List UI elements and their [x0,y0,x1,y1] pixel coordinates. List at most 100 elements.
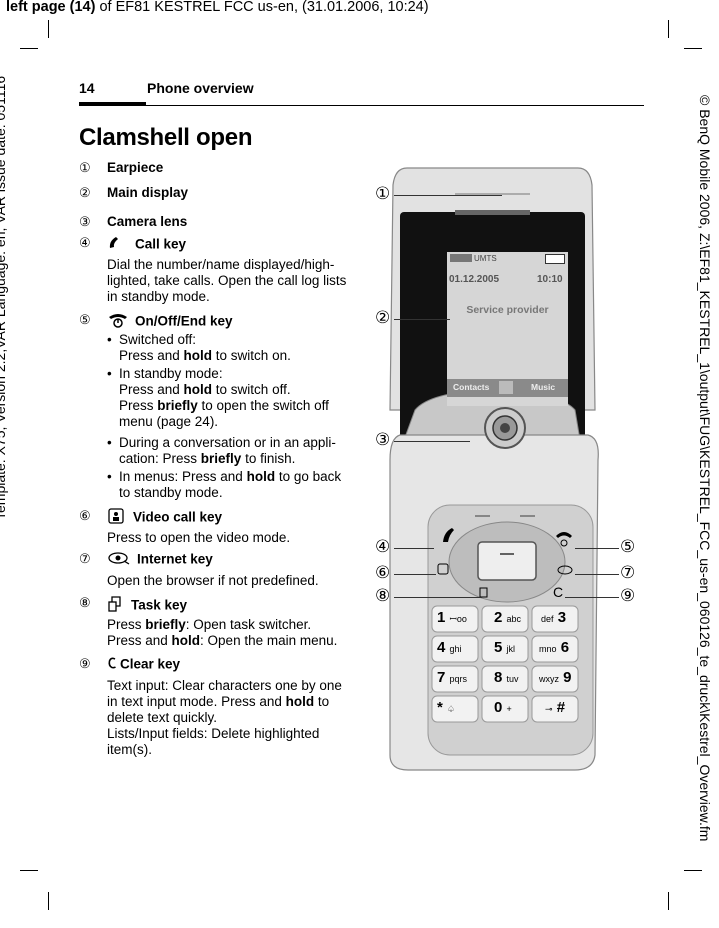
item-description: Text input: Clear characters one by one … [107,678,357,758]
item-call-key: ④ Call key Dial the number/name displaye… [79,235,349,315]
bullet-dot: • [107,469,112,484]
item-label: Clear key [120,656,181,672]
crop-mark [668,20,669,38]
item-label-wrap: Video call key [107,508,222,528]
desc-line: lighted, take calls. Open the call log l… [107,273,347,288]
bullet-line: In menus: Press and hold to go back [119,469,342,484]
header-rule [145,105,644,106]
crop-mark [48,892,49,910]
key-8: 8 tuv [494,669,519,686]
clear-icon [107,656,117,674]
desc-line: delete text quickly. [107,710,218,725]
key-6: mno 6 [539,639,570,656]
item-label: On/Off/End key [135,313,233,329]
item-number: ⑧ [79,595,91,610]
item-number: ② [79,185,91,200]
callout-6: ⑥ [375,563,391,582]
callout-7: ⑦ [620,563,636,582]
keypad-keys [431,605,579,723]
menu-grid-icon [499,381,513,394]
bullet-line: Press and hold to switch off. [119,382,291,397]
item-number: ① [79,160,91,175]
signal-icon [450,254,472,262]
print-header-page: left page (14) [6,0,96,15]
item-label: Call key [135,236,187,252]
item-description: Press to open the video mode. [107,530,291,545]
key-5: 5 jkl [494,639,516,656]
bullet-dot: • [107,435,112,450]
item-label: Internet key [137,551,213,567]
item-number: ③ [79,214,91,229]
key-7: 7 pqrs [437,669,468,686]
item-label-wrap: Internet key [107,551,213,569]
crop-mark [48,20,49,38]
battery-icon [545,254,565,264]
callout-line [394,319,450,320]
key-1: 1 ꟷoo [437,609,467,626]
callout-9: ⑨ [620,586,636,605]
crop-mark [668,892,669,910]
callout-2: ② [375,308,391,327]
crop-mark [20,870,38,871]
task-icon [479,587,488,598]
desc-line: Lists/Input fields: Delete highlighted [107,726,320,741]
bullet-line: Switched off: [119,332,197,347]
bullet-line: Press briefly to open the switch off [119,398,329,413]
callout-5: ⑤ [620,537,636,556]
key-9: wxyz 9 [539,669,572,686]
callout-line [394,441,470,442]
item-video-call-key: ⑥ Video call key Press to open the video… [79,508,349,548]
key-2: 2 abc [494,609,522,626]
key-4: 4 ghi [437,639,462,656]
item-clear-key: ⑨ Clear key Text input: Clear characters… [79,656,349,766]
service-provider: Service provider [466,304,549,316]
bullet-line: During a conversation or in an appli- [119,435,336,450]
copyright-path: © BenQ Mobile 2006, Z:\EF81_KESTREL_1\ou… [697,95,713,842]
desc-line: in text input mode. Press and hold to [107,694,330,709]
item-description: Open the browser if not predefined. [107,573,319,588]
desc-line: in standby mode. [107,289,210,304]
key-3: def 3 [541,609,567,626]
key-hash: ⊸ # [545,699,566,716]
callout-line [575,548,619,549]
item-label: Main display [107,185,189,200]
desc-line: Dial the number/name displayed/high- [107,257,335,272]
internet-icon [557,565,573,575]
callout-line [394,597,482,598]
callout-line [394,548,434,549]
bullet-line: In standby mode: [119,366,223,381]
call-key-icon [107,235,129,255]
item-label-wrap: Task key [107,595,187,617]
template-info: Template: X75, Version 2.2;VAR Language:… [0,75,8,520]
item-label: Video call key [133,509,223,525]
bullet-line: cation: Press briefly to finish. [119,451,296,466]
screen-date: 01.12.2005 [449,274,500,285]
item-label: Task key [131,597,188,613]
item-number: ⑥ [79,508,91,523]
softkey-left: Contacts [453,382,490,392]
task-icon [107,595,125,617]
phone-screen: UMTS 01.12.2005 10:10 Service provider C… [447,252,568,406]
item-label: Camera lens [107,214,188,229]
item-internet-key: ⑦ Internet key Open the browser if not p… [79,551,349,591]
video-call-icon [107,508,127,528]
item-description: Press briefly: Open task switcher. Press… [107,617,357,649]
page-title: Clamshell open [79,124,253,151]
item-label-wrap: Call key [107,235,186,255]
desc-line: item(s). [107,742,152,757]
callout-line [565,597,619,598]
item-label-wrap: On/Off/End key [107,312,233,332]
bullet-line: menu (page 24). [119,414,219,429]
internet-icon [107,551,131,569]
callout-1: ① [375,184,391,203]
print-header-source: of EF81 KESTREL FCC us-en, (31.01.2006, … [95,0,429,15]
softkey-bar: Contacts Music [447,379,568,397]
desc-line: Text input: Clear characters one by one [107,678,342,693]
callout-line [394,195,502,196]
key-0: 0 + [494,699,512,716]
section-title: Phone overview [147,80,254,96]
callout-8: ⑧ [375,586,391,605]
screen-time: 10:10 [537,274,563,285]
end-key-icon [107,312,129,332]
callout-4: ④ [375,537,391,556]
